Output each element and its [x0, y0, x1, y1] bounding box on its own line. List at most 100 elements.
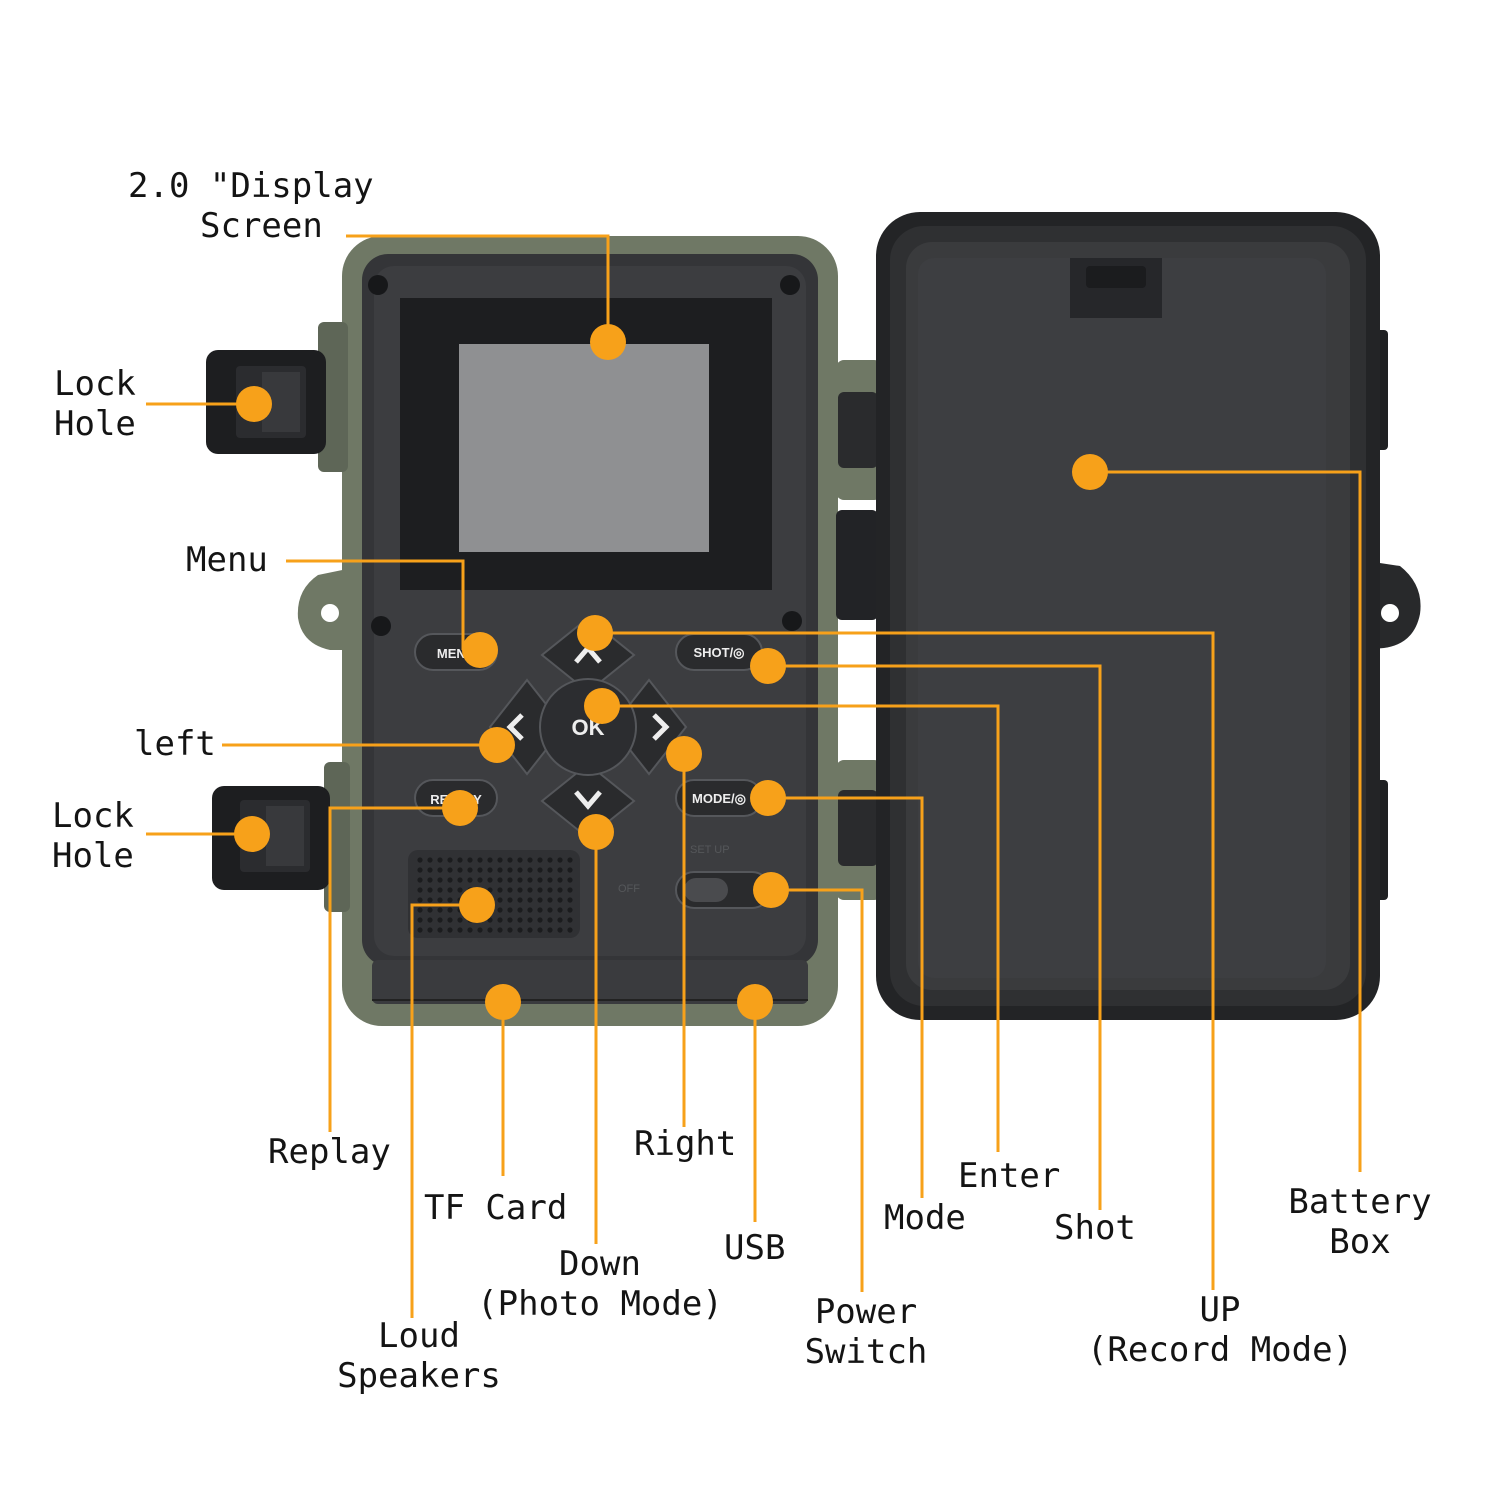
speaker-hole	[507, 857, 513, 863]
speaker-hole	[427, 887, 433, 893]
speaker-hole	[547, 907, 553, 913]
speaker-hole	[517, 927, 523, 933]
speaker-hole	[427, 897, 433, 903]
speaker-hole	[567, 867, 573, 873]
speaker-hole	[437, 877, 443, 883]
speaker-hole	[457, 877, 463, 883]
speaker-hole	[447, 917, 453, 923]
speaker-hole	[567, 887, 573, 893]
speaker-hole	[547, 887, 553, 893]
marker-replay	[442, 790, 478, 826]
speaker-hole	[527, 887, 533, 893]
speaker-hole	[447, 887, 453, 893]
power-switch-label: Power Switch	[804, 1292, 928, 1372]
speaker-hole	[537, 857, 543, 863]
hinges	[836, 360, 882, 900]
speaker-hole	[517, 907, 523, 913]
speaker-hole	[417, 877, 423, 883]
speaker-hole	[497, 877, 503, 883]
marker-left	[479, 727, 515, 763]
marker-display	[590, 324, 626, 360]
marker-mode	[750, 780, 786, 816]
speaker-hole	[417, 907, 423, 913]
speaker-hole	[487, 877, 493, 883]
speaker-hole	[447, 867, 453, 873]
tf-card-label: TF Card	[424, 1188, 568, 1228]
speaker-hole	[427, 927, 433, 933]
marker-lock-hole-bottom	[234, 816, 270, 852]
speaker-hole	[567, 927, 573, 933]
off-hint: OFF	[618, 883, 640, 895]
speaker-hole	[477, 927, 483, 933]
speaker-hole	[457, 917, 463, 923]
marker-menu	[462, 632, 498, 668]
speaker-hole	[517, 867, 523, 873]
speaker-hole	[427, 917, 433, 923]
speaker-hole	[487, 917, 493, 923]
speaker-hole	[567, 907, 573, 913]
speaker-hole	[527, 877, 533, 883]
speaker-hole	[517, 877, 523, 883]
speaker-hole	[457, 927, 463, 933]
shot-button-label: SHOT/◎	[693, 645, 744, 660]
speaker-hole	[527, 917, 533, 923]
shot-label: Shot	[1054, 1208, 1136, 1248]
speaker-hole	[527, 907, 533, 913]
speaker-hole	[437, 857, 443, 863]
speaker-hole	[537, 897, 543, 903]
speaker-hole	[417, 917, 423, 923]
speaker-hole	[447, 877, 453, 883]
marker-right	[666, 736, 702, 772]
speaker-hole	[507, 877, 513, 883]
display-screen	[459, 344, 709, 552]
speaker-hole	[537, 927, 543, 933]
speaker-hole	[527, 927, 533, 933]
mode-label: Mode	[884, 1198, 966, 1238]
speaker-hole	[557, 907, 563, 913]
speaker-hole	[507, 897, 513, 903]
speaker-hole	[497, 897, 503, 903]
speaker-hole	[437, 897, 443, 903]
speaker-hole	[467, 877, 473, 883]
left-arrow-icon	[506, 713, 524, 741]
speaker-hole	[467, 927, 473, 933]
left-label: left	[134, 724, 216, 764]
speaker-hole	[557, 857, 563, 863]
speaker-hole	[557, 877, 563, 883]
callout-markers	[234, 324, 1108, 1020]
speaker-hole	[517, 917, 523, 923]
menu-label: Menu	[186, 540, 268, 580]
speaker-hole	[467, 867, 473, 873]
speaker-hole	[567, 917, 573, 923]
speaker-hole	[447, 927, 453, 933]
speaker-hole	[547, 897, 553, 903]
speaker-hole	[537, 887, 543, 893]
speaker-hole	[537, 907, 543, 913]
speaker-hole	[447, 857, 453, 863]
speaker-hole	[417, 857, 423, 863]
lock-hole-bottom-label: Lock Hole	[52, 796, 134, 876]
speaker-hole	[487, 887, 493, 893]
marker-usb	[737, 984, 773, 1020]
speaker-hole	[557, 897, 563, 903]
marker-shot	[750, 648, 786, 684]
speaker-hole	[537, 917, 543, 923]
speaker-hole	[477, 857, 483, 863]
speaker-hole	[417, 887, 423, 893]
speaker-hole	[567, 877, 573, 883]
speaker-hole	[417, 867, 423, 873]
speaker-hole	[487, 857, 493, 863]
speaker-hole	[477, 867, 483, 873]
speaker-hole	[457, 887, 463, 893]
speaker-hole	[497, 927, 503, 933]
speaker-hole	[457, 867, 463, 873]
down-arrow-icon	[574, 790, 602, 810]
right-label: Right	[634, 1124, 737, 1164]
lock-hole-latch-bottom	[212, 786, 330, 890]
speaker-hole	[427, 907, 433, 913]
speaker-hole	[507, 927, 513, 933]
marker-tf-card	[485, 984, 521, 1020]
speaker-hole	[467, 857, 473, 863]
battery-box-label: Battery Box	[1288, 1182, 1432, 1262]
speaker-hole	[477, 877, 483, 883]
